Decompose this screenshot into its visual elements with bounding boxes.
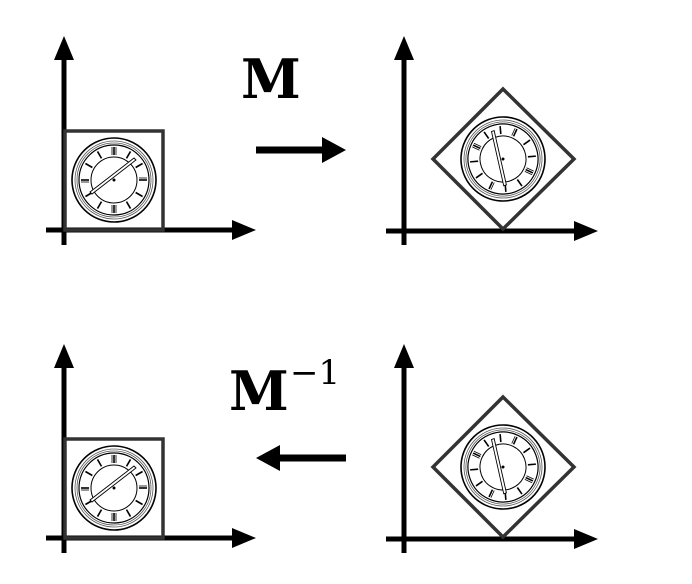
square-bottom-left	[63, 437, 165, 540]
clock-icon	[71, 137, 157, 223]
label-m: M	[241, 47, 301, 111]
panel-top-right	[386, 36, 598, 245]
clock-icon	[446, 102, 560, 216]
panel-bottom-left	[46, 344, 256, 553]
axes-top-right	[386, 36, 598, 245]
axes-bottom-right	[386, 344, 598, 553]
axes-top-left	[46, 36, 256, 245]
square-top-left	[63, 129, 165, 232]
diamond-top-right	[430, 86, 577, 232]
label-m-inverse: M	[229, 359, 289, 423]
panel-bottom-right	[386, 344, 598, 553]
diamond-bottom-right	[430, 394, 577, 540]
panel-top-left	[46, 36, 256, 245]
label-m-inverse-superscript: −1	[290, 353, 341, 393]
clock-icon	[446, 410, 560, 524]
axes-bottom-left	[46, 344, 256, 553]
arrow-right-icon	[256, 137, 346, 163]
arrow-left-icon	[256, 445, 346, 471]
clock-icon	[71, 445, 157, 531]
